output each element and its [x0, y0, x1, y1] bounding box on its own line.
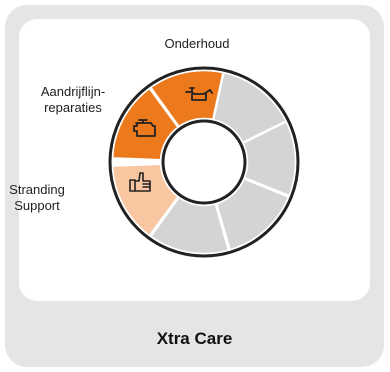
segment-segment-4 [148, 195, 231, 256]
label-stranding-support: Stranding Support [9, 182, 65, 213]
wheel-hub [161, 119, 247, 205]
thumbs-up-icon [129, 172, 151, 192]
label-aandrijflijn-reparaties: Aandrijflijn- reparaties [40, 84, 106, 115]
service-ring [110, 68, 298, 256]
label-onderhoud: Onderhoud [164, 36, 230, 51]
oil-can-icon [185, 87, 213, 101]
wheel-rim [108, 66, 300, 258]
segment-segment-5 [214, 176, 291, 252]
segment-segment-7 [211, 70, 289, 145]
card-title: Xtra Care [156, 329, 233, 348]
engine-icon [133, 119, 156, 137]
segment-aandrijflijn-reparaties [110, 86, 181, 162]
segment-stranding-support [110, 162, 181, 238]
